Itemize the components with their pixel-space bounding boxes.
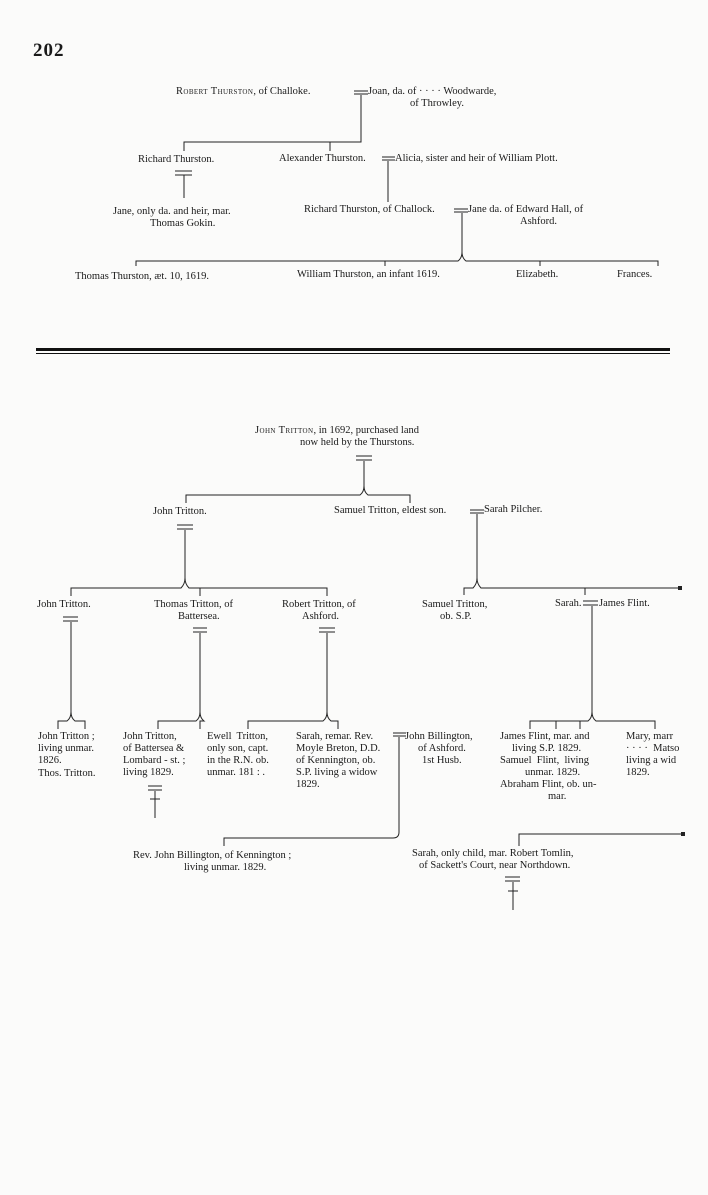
joan-woodwarde-l1: Joan, da. of · · · · Woodwarde, [368,86,497,97]
mary-matson-l4: 1829. [626,767,650,778]
samuel-flint-l1: Samuel Flint, living [500,755,589,766]
sarah-breton-l2: Moyle Breton, D.D. [296,743,381,754]
james-flint-jr-l2: living S.P. 1829. [512,743,582,754]
samuel-tritton: Samuel Tritton, eldest son. [334,505,447,516]
william-thurston: William Thurston, an infant 1619. [297,269,440,280]
divider-rule-thick [36,348,670,351]
richard-thurston: Richard Thurston. [138,154,215,165]
john-tritton-battersea-l2: of Battersea & [123,743,185,754]
thomas-tritton-l1: Thomas Tritton, of [154,599,234,610]
sarah-breton-l1: Sarah, remar. Rev. [296,731,374,742]
joan-woodwarde-l2: of Throwley. [410,98,464,109]
sarah-pilcher: Sarah Pilcher. [484,504,543,515]
jane-gokin-l1: Jane, only da. and heir, mar. [113,206,231,217]
sarah-tomlin-l1: Sarah, only child, mar. Robert Tomlin, [412,848,574,859]
john-billington-l2: of Ashford. [418,743,466,754]
jane-hall-l2: Ashford. [520,216,558,227]
divider-rule-thin [36,353,670,354]
john-tritton-battersea-l1: John Tritton, [123,731,177,742]
elizabeth: Elizabeth. [516,269,559,280]
james-flint-jr-l1: James Flint, mar. and [500,731,590,742]
robert-thurston: Robert Thurston, of Challoke. [176,86,310,99]
sarah-tomlin-l2: of Sackett's Court, near Northdown. [419,860,571,871]
samuel-flint-l2: unmar. 1829. [525,767,581,778]
abraham-flint-l2: mar. [548,791,567,802]
ewell-tritton-l2: only son, capt. [207,743,269,754]
jane-gokin-l2: Thomas Gokin. [150,218,216,229]
sarah-tritton-flint: Sarah. [555,598,582,609]
page-number: 202 [33,40,65,61]
ewell-tritton-l4: unmar. 181 : . [207,767,266,778]
robert-thurston-name: Robert Thurston [176,86,254,97]
john-tritton-1826-l2: living unmar. [38,743,94,754]
rev-john-billington-l1: Rev. John Billington, of Kennington ; [133,850,292,861]
abraham-flint-l1: Abraham Flint, ob. un- [500,779,597,790]
john-tritton-1826-l1: John Tritton ; [38,731,95,742]
john-tritton-name: John Tritton [255,425,314,436]
john-tritton-battersea-l3: Lombard - st. ; [123,755,186,766]
sarah-breton-l5: 1829. [296,779,320,790]
mary-matson-l3: living a wid [626,755,677,766]
richard-thurston-challock: Richard Thurston, of Challock. [304,204,435,215]
ewell-tritton-l3: in the R.N. ob. [207,755,269,766]
samuel-tritton-sp-l2: ob. S.P. [440,611,472,622]
frances: Frances. [617,269,653,280]
john-tritton-1692-l2: now held by the Thurstons. [300,437,415,448]
john-tritton-battersea-l4: living 1829. [123,767,174,778]
john-tritton-1826-l3: 1826. [38,755,62,766]
samuel-tritton-sp-l1: Samuel Tritton, [422,599,488,610]
alicia-plott: Alicia, sister and heir of William Plott… [395,153,558,164]
thos-tritton: Thos. Tritton. [38,768,96,779]
alexander-thurston: Alexander Thurston. [279,153,366,164]
mary-matson-l1: Mary, marr [626,731,674,742]
john-tritton-note: , in 1692, purchased land [313,425,419,436]
james-flint: James Flint. [599,598,650,609]
john-billington-l3: 1st Husb. [422,755,462,766]
thomas-thurston: Thomas Thurston, æt. 10, 1619. [75,271,209,282]
mary-matson-l2: · · · · Matso [626,743,680,754]
john-tritton-gen3: John Tritton. [37,599,91,610]
robert-tritton-l2: Ashford. [302,611,340,622]
jane-hall-l1: Jane da. of Edward Hall, of [468,204,584,215]
thomas-tritton-l2: Battersea. [178,611,220,622]
john-tritton-1692: John Tritton, in 1692, purchased land [255,425,419,438]
rev-john-billington-l2: living unmar. 1829. [184,862,267,873]
robert-thurston-place: , of Challoke. [253,86,311,97]
ewell-tritton-l1: Ewell Tritton, [207,731,268,742]
sarah-breton-l3: of Kennington, ob. [296,755,376,766]
john-tritton-son: John Tritton. [153,506,207,517]
sarah-breton-l4: S.P. living a widow [296,767,378,778]
john-billington-l1: John Billington, [405,731,473,742]
robert-tritton-l1: Robert Tritton, of [282,599,356,610]
